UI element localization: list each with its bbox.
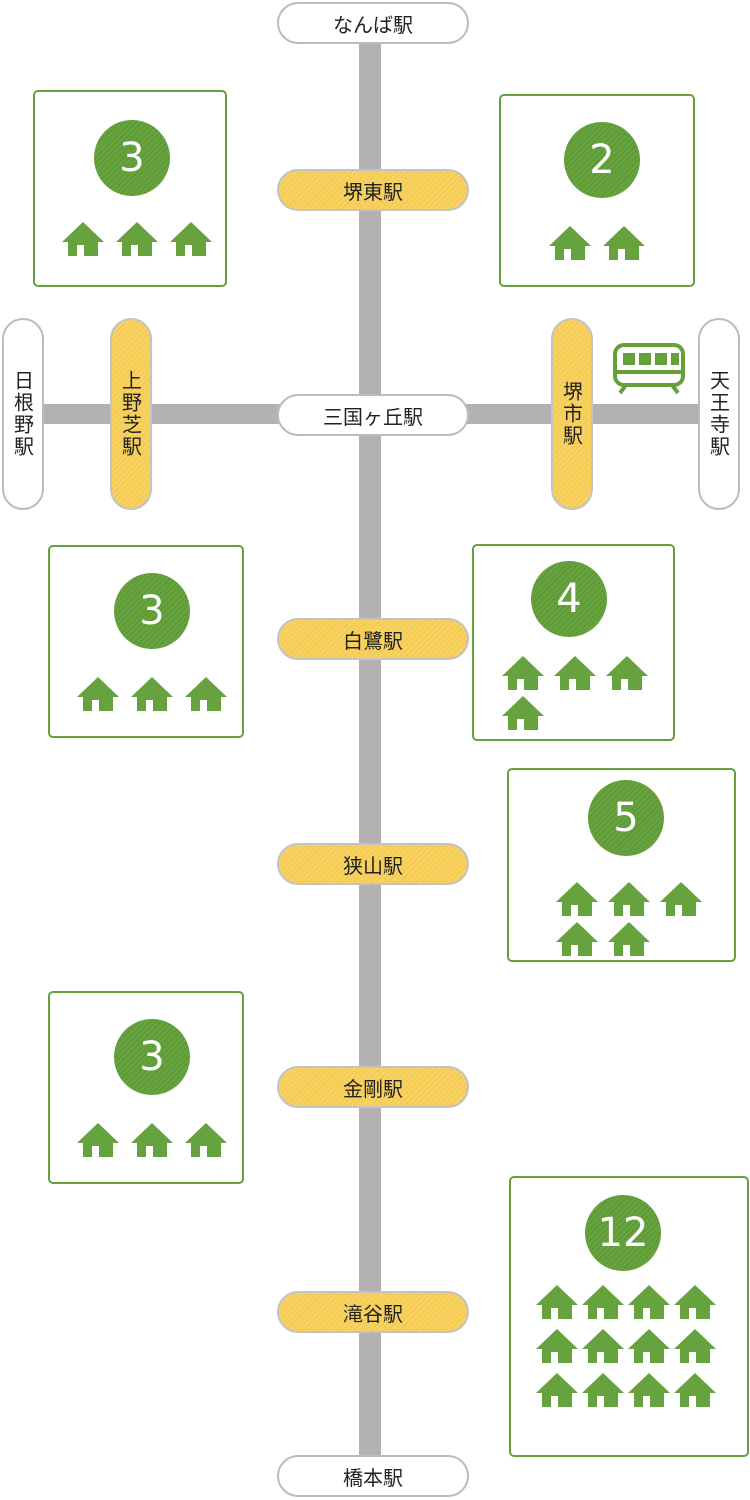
station-mikunigaoka[interactable]: 三国ヶ丘駅: [277, 394, 469, 436]
house-icon: [500, 654, 546, 692]
house-icon: [534, 1371, 580, 1409]
house-icon: [606, 880, 652, 918]
house-icon: [601, 224, 647, 262]
count-badge: 4: [531, 561, 607, 637]
house-icon: [554, 880, 600, 918]
station-sayama[interactable]: 狭山駅: [277, 843, 469, 885]
bubble-uenoshiba: 3: [33, 90, 227, 287]
house-icon: [534, 1327, 580, 1365]
station-tennoji[interactable]: 天王寺駅: [698, 318, 740, 510]
house-icon: [75, 675, 121, 713]
bubble-sakaihigashi: 2: [499, 94, 695, 287]
count-badge: 3: [114, 573, 190, 649]
house-icon: [672, 1371, 718, 1409]
count-badge: 3: [114, 1019, 190, 1095]
house-icon: [129, 675, 175, 713]
bubble-kongo: 3: [48, 991, 244, 1184]
house-icon: [183, 675, 229, 713]
station-hashimoto[interactable]: 橋本駅: [277, 1455, 469, 1497]
train-icon: [613, 343, 685, 395]
bubble-sayama: 5: [507, 768, 736, 962]
house-icon: [534, 1283, 580, 1321]
count-badge: 2: [564, 122, 640, 198]
station-kongo[interactable]: 金剛駅: [277, 1066, 469, 1108]
house-icon: [626, 1371, 672, 1409]
house-icon: [75, 1121, 121, 1159]
house-icon: [114, 220, 160, 258]
house-icon: [183, 1121, 229, 1159]
house-icon: [552, 654, 598, 692]
house-icon: [626, 1327, 672, 1365]
station-namba[interactable]: なんば駅: [277, 2, 469, 44]
house-icon: [580, 1327, 626, 1365]
count-badge: 12: [585, 1195, 661, 1271]
count-badge: 3: [94, 120, 170, 196]
house-icon: [554, 920, 600, 958]
house-icon: [604, 654, 650, 692]
house-icon: [580, 1283, 626, 1321]
bubble-takidani: 12: [509, 1176, 749, 1457]
house-icon: [626, 1283, 672, 1321]
bubble-sakaishi: 4: [472, 544, 675, 741]
station-sakaihigashi[interactable]: 堺東駅: [277, 169, 469, 211]
house-icon: [606, 920, 652, 958]
station-uenoshiba[interactable]: 上野芝駅: [110, 318, 152, 510]
house-icon: [129, 1121, 175, 1159]
station-sakaishi[interactable]: 堺市駅: [551, 318, 593, 510]
station-hine[interactable]: 日根野駅: [2, 318, 44, 510]
house-icon: [547, 224, 593, 262]
bubble-shirasagi: 3: [48, 545, 244, 738]
house-icon: [168, 220, 214, 258]
station-takidani[interactable]: 滝谷駅: [277, 1291, 469, 1333]
station-shirasagi[interactable]: 白鷺駅: [277, 618, 469, 660]
house-icon: [658, 880, 704, 918]
house-icon: [500, 694, 546, 732]
house-icon: [672, 1283, 718, 1321]
rail-line-vertical: [359, 40, 381, 1480]
house-icon: [580, 1371, 626, 1409]
count-badge: 5: [588, 780, 664, 856]
house-icon: [60, 220, 106, 258]
house-icon: [672, 1327, 718, 1365]
